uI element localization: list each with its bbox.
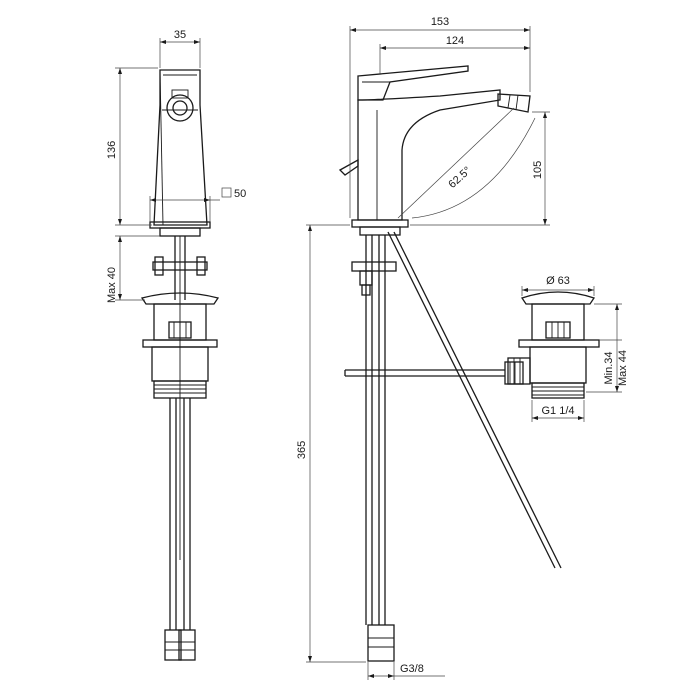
front-faucet-body [153, 69, 208, 226]
side-view-dimensions: 153 124 105 62.5° 365 G3/8 [296, 16, 550, 680]
side-popup-rod [338, 158, 359, 176]
front-waste-thread [153, 380, 207, 399]
waste-detail [507, 291, 600, 399]
dim-front-width: 35 [174, 29, 186, 41]
dim-waste-thread: G1 1/4 [541, 405, 574, 417]
waste-dimensions: Ø 63 G1 1/4 Min.34 Max 44 [521, 275, 629, 422]
front-hose-fitting-right [178, 629, 196, 661]
side-popup-linkage [387, 231, 556, 569]
front-view-dimensions: 35 136 Max 40 50 [106, 29, 246, 303]
dim-spout-reach: 124 [446, 35, 464, 47]
waste-flange [518, 339, 600, 348]
front-view [140, 69, 220, 661]
front-lever-knob-outer [166, 94, 194, 122]
front-mounting-nut [152, 261, 208, 271]
angle-arc [411, 117, 536, 219]
side-mounting-nut [351, 261, 397, 272]
waste-thread [531, 382, 585, 399]
dim-max-deck: Max 40 [106, 267, 118, 303]
dim-waste-max: Max 44 [617, 350, 629, 386]
side-spout-nozzle [497, 93, 531, 113]
dim-overall-width: 153 [431, 16, 449, 28]
dim-hose-thread: G3/8 [400, 663, 424, 675]
dim-spout-height: 105 [532, 161, 544, 179]
waste-cap [520, 291, 596, 305]
side-hose-fitting [367, 624, 395, 662]
waste-side-port [507, 357, 531, 385]
square-symbol-icon [221, 187, 232, 198]
front-waste-cap [140, 292, 220, 305]
front-hose-fitting-left [164, 629, 182, 661]
side-faucet-body [357, 89, 501, 221]
front-lever-knob-inner [172, 100, 188, 116]
dim-overall-height: 365 [296, 441, 308, 459]
dim-base-square: 50 [234, 188, 246, 200]
dim-front-height: 136 [106, 141, 118, 159]
dim-waste-min: Min.34 [603, 351, 615, 384]
side-base-plate [351, 219, 409, 228]
dim-waste-diameter: Ø 63 [546, 275, 570, 287]
side-view [338, 65, 562, 662]
